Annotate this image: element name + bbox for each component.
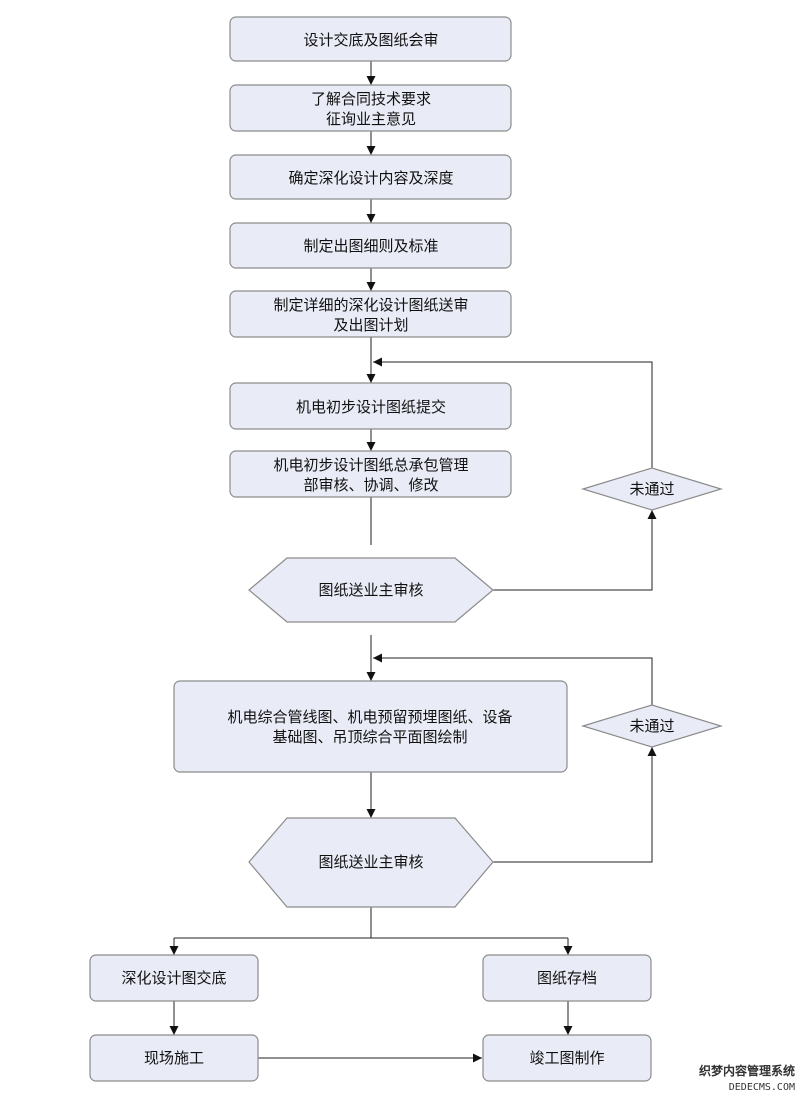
step-contract-requirements-label-2: 征询业主意见 <box>326 110 416 128</box>
step-submission-plan: 制定详细的深化设计图纸送审 及出图计划 <box>229 290 512 338</box>
step-as-built-drawings: 竣工图制作 <box>482 1034 652 1082</box>
step-mep-drawings: 机电综合管线图、机电预留预埋图纸、设备 基础图、吊顶综合平面图绘制 <box>173 680 568 773</box>
reject-2-label: 未通过 <box>629 717 674 735</box>
watermark-line-1: 织梦内容管理系统 <box>699 1063 795 1078</box>
step-archive-label: 图纸存档 <box>537 969 597 987</box>
step-drawing-standards: 制定出图细则及标准 <box>229 222 512 269</box>
watermark: 织梦内容管理系统 DEDECMS.COM <box>699 1063 795 1093</box>
reject-1: 未通过 <box>580 467 724 511</box>
loop2-to-reject <box>493 747 657 863</box>
step-contractor-review-label-1: 机电初步设计图纸总承包管理 <box>273 456 468 474</box>
decision-owner-review-2-label: 图纸送业主审核 <box>318 853 423 871</box>
step-mep-drawings-label-1: 机电综合管线图、机电预留预埋图纸、设备 <box>227 708 512 726</box>
reject-1-label: 未通过 <box>629 480 674 498</box>
step-design-briefing: 深化设计图交底 <box>89 954 259 1002</box>
step-submission-plan-label-2: 及出图计划 <box>333 316 408 334</box>
step-archive: 图纸存档 <box>482 954 652 1002</box>
step-design-handover: 设计交底及图纸会审 <box>229 16 512 62</box>
loop1-from-reject <box>373 357 653 468</box>
step-contract-requirements: 了解合同技术要求 征询业主意见 <box>229 84 512 132</box>
decision-owner-review-2: 图纸送业主审核 <box>248 817 494 908</box>
step-preliminary-submission: 机电初步设计图纸提交 <box>229 382 512 430</box>
decision-owner-review-1-label: 图纸送业主审核 <box>318 581 423 599</box>
step-site-construction: 现场施工 <box>89 1034 259 1082</box>
step-contractor-review: 机电初步设计图纸总承包管理 部审核、协调、修改 <box>229 450 512 498</box>
reject-2: 未通过 <box>580 704 724 748</box>
loop1-to-reject <box>493 510 657 591</box>
watermark-line-2: DEDECMS.COM <box>729 1082 795 1093</box>
step-define-scope: 确定深化设计内容及深度 <box>229 154 512 200</box>
connectors <box>169 61 657 1063</box>
step-contractor-review-label-2: 部审核、协调、修改 <box>303 476 438 494</box>
step-design-briefing-label: 深化设计图交底 <box>121 969 226 987</box>
step-as-built-drawings-label: 竣工图制作 <box>529 1049 604 1067</box>
step-mep-drawings-label-2: 基础图、吊顶综合平面图绘制 <box>272 728 467 746</box>
step-preliminary-submission-label: 机电初步设计图纸提交 <box>296 398 446 416</box>
loop2-from-reject <box>373 653 653 705</box>
step-define-scope-label: 确定深化设计内容及深度 <box>288 169 453 187</box>
step-site-construction-label: 现场施工 <box>144 1049 204 1067</box>
decision-owner-review-1: 图纸送业主审核 <box>248 557 494 623</box>
step-drawing-standards-label: 制定出图细则及标准 <box>303 237 438 255</box>
step-design-handover-label: 设计交底及图纸会审 <box>303 31 438 49</box>
step-contract-requirements-label-1: 了解合同技术要求 <box>311 90 431 108</box>
step-submission-plan-label-1: 制定详细的深化设计图纸送审 <box>273 296 468 314</box>
